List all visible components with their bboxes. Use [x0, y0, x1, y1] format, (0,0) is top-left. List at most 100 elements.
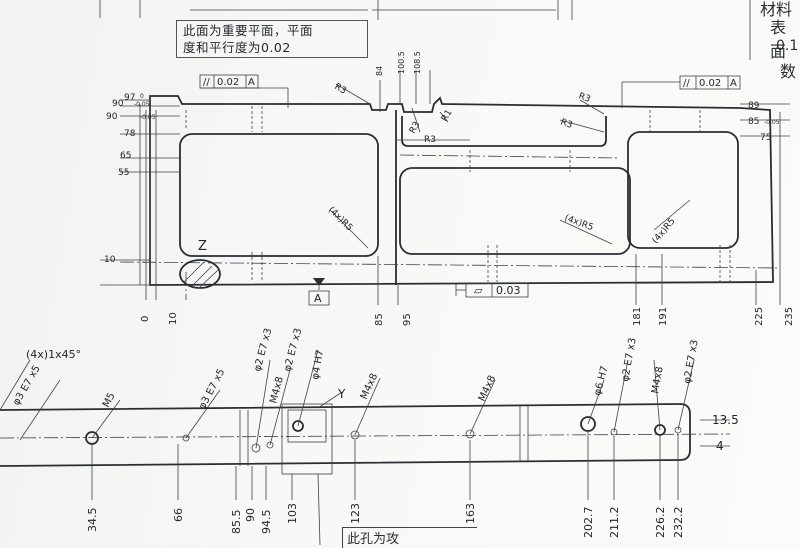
- dim-4: 4: [716, 439, 724, 453]
- top-view-left-dims: 97 90 90 78 65 55 10 0 -0.05 -0.05: [104, 93, 156, 265]
- top-view-right-dims: 89 85 75 -0.05: [748, 101, 780, 143]
- flatness-symbol: ▱: [474, 284, 483, 297]
- dim-x235: 235: [784, 307, 795, 326]
- front-view-bottom-dims: 34.5 66 85.5 90 94.5 103 123 163 202.7 2…: [86, 503, 685, 538]
- gdt-right-value: 0.02: [699, 78, 721, 89]
- top-view-dimension-lines: [100, 70, 790, 305]
- radius-2: R3: [408, 120, 423, 135]
- chamfer-note: (4x)1x45°: [26, 348, 81, 361]
- tol-b: -0.05: [140, 114, 156, 121]
- view-letter-y: Y: [337, 387, 346, 401]
- dim-x191: 191: [658, 307, 669, 326]
- radius-3: R1: [440, 108, 455, 123]
- top-view-bottom-dims: 0 10 85 95 181 191 225 235: [140, 307, 795, 326]
- hole-label-6: φ2 E7 x3: [282, 327, 304, 373]
- title-block-text-1: 材料: [760, 0, 793, 19]
- dim-66: 66: [172, 508, 185, 522]
- flatness-value: 0.03: [496, 284, 521, 297]
- dim-89: 89: [748, 101, 760, 111]
- front-view-leaders: [0, 349, 730, 545]
- title-block-text-2: 表面: [770, 18, 787, 61]
- front-view-extension-lines: [91, 432, 679, 500]
- radius-1: R3: [333, 82, 348, 97]
- gdt-right-symbol: //: [683, 78, 690, 89]
- hole-label-12: M4x8: [650, 366, 666, 395]
- gdt-left-datum: A: [248, 77, 255, 88]
- dim-100-5: 100.5: [397, 51, 406, 74]
- hole-label-7: φ4 H7: [310, 349, 326, 380]
- dim-13-5: 13.5: [712, 413, 739, 427]
- corner-note-2: (4x)R5: [563, 213, 595, 233]
- hole-label-5: M4x8: [268, 376, 286, 405]
- surface-note-box: 此面为重要平面，平面 度和平行度为0.02: [176, 20, 368, 58]
- dim-90: 90: [244, 508, 257, 522]
- hole-label-1: φ3 E7 x5: [11, 364, 43, 408]
- dim-226-2: 226.2: [654, 507, 667, 539]
- front-view-centerline: [0, 433, 731, 439]
- datum-triangle: [313, 278, 325, 286]
- dim-x85: 85: [374, 313, 385, 326]
- gdt-left-symbol: //: [203, 77, 210, 88]
- hole-label-3: φ3 E7 x5: [197, 367, 228, 411]
- dim-90a: 90: [112, 99, 124, 109]
- top-view-centerlines: [119, 154, 781, 300]
- dim-97: 97: [124, 93, 135, 103]
- top-view-outline: [149, 95, 774, 286]
- dim-90b: 90: [106, 112, 118, 122]
- hole-label-13: φ2 E7 x3: [682, 339, 701, 385]
- gdt-right-datum: A: [730, 78, 737, 89]
- dim-55: 55: [118, 168, 129, 178]
- title-block-text-3: 0.1: [776, 38, 799, 54]
- radius-4: R3: [424, 135, 436, 145]
- dim-232-2: 232.2: [672, 507, 685, 539]
- gdt-frame-right: // 0.02 A: [679, 75, 741, 90]
- dim-x225: 225: [754, 307, 765, 326]
- dim-x95: 95: [402, 313, 413, 326]
- hole-label-8: M4x8: [359, 372, 380, 401]
- view-letter-z: Z: [198, 239, 207, 254]
- front-view-holes: [85, 416, 682, 453]
- datum-box: A: [308, 290, 330, 306]
- dim-65: 65: [120, 151, 131, 161]
- surface-note-line2: 度和平行度为0.02: [183, 40, 291, 55]
- datum-letter: A: [314, 292, 322, 305]
- dim-84: 84: [375, 66, 384, 76]
- dim-75: 75: [760, 133, 771, 143]
- top-view-hidden-holes: [185, 106, 731, 282]
- hole-label-11: φ2 E7 x3: [620, 337, 639, 383]
- dim-x0: 0: [140, 316, 151, 322]
- hole-label-9: M4x8: [477, 374, 498, 403]
- dim-163: 163: [464, 503, 477, 524]
- gdt-frame-left: // 0.02 A: [199, 74, 259, 89]
- dim-211-2: 211.2: [608, 507, 621, 539]
- tol-right: -0.05: [764, 119, 780, 126]
- corner-note-1: (4x)R5: [326, 205, 354, 233]
- dim-103: 103: [286, 503, 299, 524]
- hole-label-10: φ6 H7: [592, 365, 610, 397]
- dim-10: 10: [104, 255, 116, 265]
- dim-108-5: 108.5: [413, 51, 422, 74]
- tapping-note: 此孔为攻: [342, 527, 477, 548]
- dim-78: 78: [124, 129, 136, 139]
- corner-note-3: (4x)R5: [651, 216, 678, 245]
- front-view-right-dims: 13.5 4: [712, 413, 739, 453]
- dim-x10: 10: [168, 312, 179, 325]
- tol-a: -0.05: [134, 101, 150, 108]
- dim-34-5: 34.5: [86, 508, 99, 533]
- title-block-text-4: 数: [780, 62, 797, 81]
- top-view-pockets: [179, 116, 739, 257]
- dim-x181: 181: [632, 307, 643, 326]
- tol-0: 0: [140, 93, 144, 100]
- top-view-top-dims: 84 100.5 108.5: [375, 51, 422, 76]
- hole-label-4: φ2 E7 x3: [252, 327, 274, 373]
- gdt-flatness-frame: ▱ 0.03: [465, 282, 529, 298]
- radius-5: R3: [577, 91, 592, 104]
- dim-202-7: 202.7: [582, 507, 595, 539]
- radius-6: R3: [559, 117, 574, 130]
- hatched-circle: [179, 259, 221, 289]
- top-border-lines: [99, 0, 751, 60]
- gdt-left-value: 0.02: [217, 77, 239, 88]
- dim-123: 123: [349, 503, 362, 524]
